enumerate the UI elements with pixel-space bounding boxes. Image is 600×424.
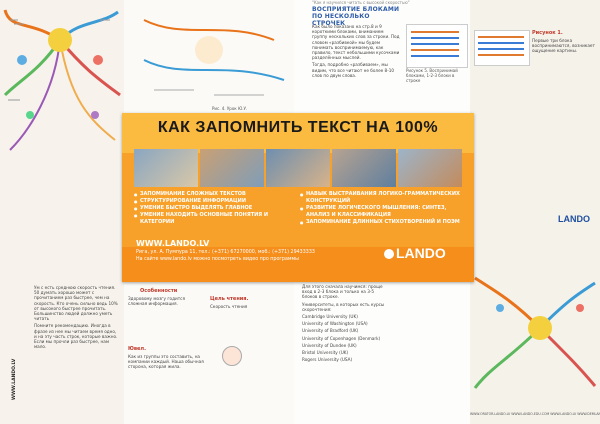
mid-column-text-b: Для этого сначала научимся: проще вход в… [302, 284, 386, 414]
mind-map-left: Ум с есть среднюю скорость чтения. 50 ду… [0, 0, 124, 424]
ad-bullets-right: Навык выстраивания логико-грамматических… [300, 191, 460, 226]
left-para-4: Скорость чтения [210, 304, 248, 309]
ad-title: КАК ЗАПОМНИТЬ ТЕКСТ НА 100% [157, 119, 439, 136]
ad-bullet: Умение находить основные понятия и катег… [134, 212, 294, 226]
left-para-5: Здоровому мозгу годится сложная информац… [128, 296, 185, 307]
university-3: University of Bradford (UK) [302, 328, 359, 334]
right-side-text: Первые три блока воспринимаются, возника… [532, 38, 595, 54]
right-logo-text: LANDO [558, 214, 590, 224]
ad-logo-text: LANDO [396, 245, 446, 261]
article-heading: ВОСПРИЯТИЕ БЛОКАМИ ПО НЕСКОЛЬКО СТРОЧЕК [312, 6, 400, 27]
left-para-3: Как из группы это составить, на компании… [128, 354, 204, 370]
ad-photo-5 [398, 149, 462, 187]
university-6: Bristol University (UK) [302, 350, 349, 356]
mind-map-left-drawing [3, 9, 121, 151]
ad-bullet: Навык выстраивания логико-грамматических… [300, 191, 460, 205]
ad-bullet: Умение быстро выделять главное [134, 205, 294, 212]
university-4: University of Copenhagen (Denmark) [302, 335, 381, 341]
ad-address: Рига, ул. А. Пумпура 11, тел.: (+371) 67… [136, 250, 315, 255]
top-note: "Как я научился читать с высокой скорост… [312, 0, 410, 5]
left-para-2: Помните рекомендацию. Иногда в фразе из … [34, 323, 118, 350]
ad-website-link[interactable]: WWW.LANDO.LV [136, 239, 210, 248]
lando-advertisement[interactable]: КАК ЗАПОМНИТЬ ТЕКСТ НА 100% Запоминание … [122, 113, 474, 282]
ad-photo-4 [332, 149, 396, 187]
right-logo: LANDO [558, 214, 590, 224]
university-1: Cambridge University (UK) [302, 314, 358, 320]
left-fig-caption: Рис. 4. Урок Ю.У. [212, 106, 248, 111]
illustration-circle [222, 346, 242, 366]
right-figure [474, 30, 530, 66]
mid-para-3: Для этого сначала научимся: проще вход в… [302, 284, 383, 300]
mid-para-1: Как было показано на стр.8 и 9 короткими… [312, 24, 400, 61]
left-page-map [143, 19, 285, 96]
mind-map-right-drawing [473, 276, 597, 389]
section-goal: Цель чтения. [210, 296, 249, 302]
ad-footer-band [122, 247, 474, 282]
left-page-text-a: Здоровому мозгу годится сложная информац… [128, 296, 204, 342]
mid-para-4: Университеты, в которых есть курсы скоро… [302, 301, 385, 312]
left-para-1: Ум с есть среднюю скорость чтения. 50 ду… [34, 285, 118, 322]
ad-bullet: Запоминание длинных стихотворений и поэм [300, 219, 460, 226]
mid-fig-caption: Рисунок 5. Воспринимай блоками, 1-2-3 бл… [406, 68, 458, 83]
mid-column-text-a: Как было показано на стр.8 и 9 короткими… [312, 24, 400, 112]
ad-bullet: Развитие логического мышления: синтез, а… [300, 205, 460, 219]
university-5: University of Dundee (UK) [302, 342, 357, 348]
left-subtitle: Особенности [140, 288, 178, 294]
ad-logo: LANDO [384, 245, 446, 261]
ad-bullets: Запоминание сложных текстов Структуриров… [134, 191, 464, 243]
ad-photo-1 [134, 149, 198, 187]
left-column-text: Ум с есть среднюю скорость чтения. 50 ду… [34, 285, 118, 415]
ad-bullets-left: Запоминание сложных текстов Структуриров… [134, 191, 294, 226]
university-7: Rogers University (USA) [302, 357, 353, 363]
left-page-text-c: Скорость чтения [210, 304, 290, 414]
ad-photo-strip [134, 149, 462, 187]
section-yuvel: Ювел. [128, 346, 146, 352]
ad-logo-mark [384, 249, 394, 260]
mid-para-2: Тогда, подробно «разбиваем», мы видим, ч… [312, 62, 395, 78]
left-vertical-url: WWW.LANDO.LV [12, 358, 17, 400]
right-footer-urls: WWW.ORATOR-LANDO.LV WWW.LANDO-EDU.COM WW… [470, 412, 600, 416]
ad-photo-2 [200, 149, 264, 187]
ad-header-band [122, 113, 474, 153]
ad-bullet: Структурирование информации [134, 198, 294, 205]
block-figure [406, 24, 468, 68]
university-2: University of Washington (USA) [302, 321, 368, 327]
ad-bullet: Запоминание сложных текстов [134, 191, 294, 198]
right-column-text: Первые три блока воспринимаются, возника… [532, 38, 596, 108]
ad-address-note: На сайте www.lando.lv можно посмотреть в… [136, 257, 299, 262]
ad-photo-3 [266, 149, 330, 187]
left-page-text-b: Как из группы это составить, на компании… [128, 354, 204, 414]
page-right: Рисунок 1. Первые три блока воспринимают… [470, 0, 600, 424]
right-fig-label: Рисунок 1. [532, 30, 563, 36]
